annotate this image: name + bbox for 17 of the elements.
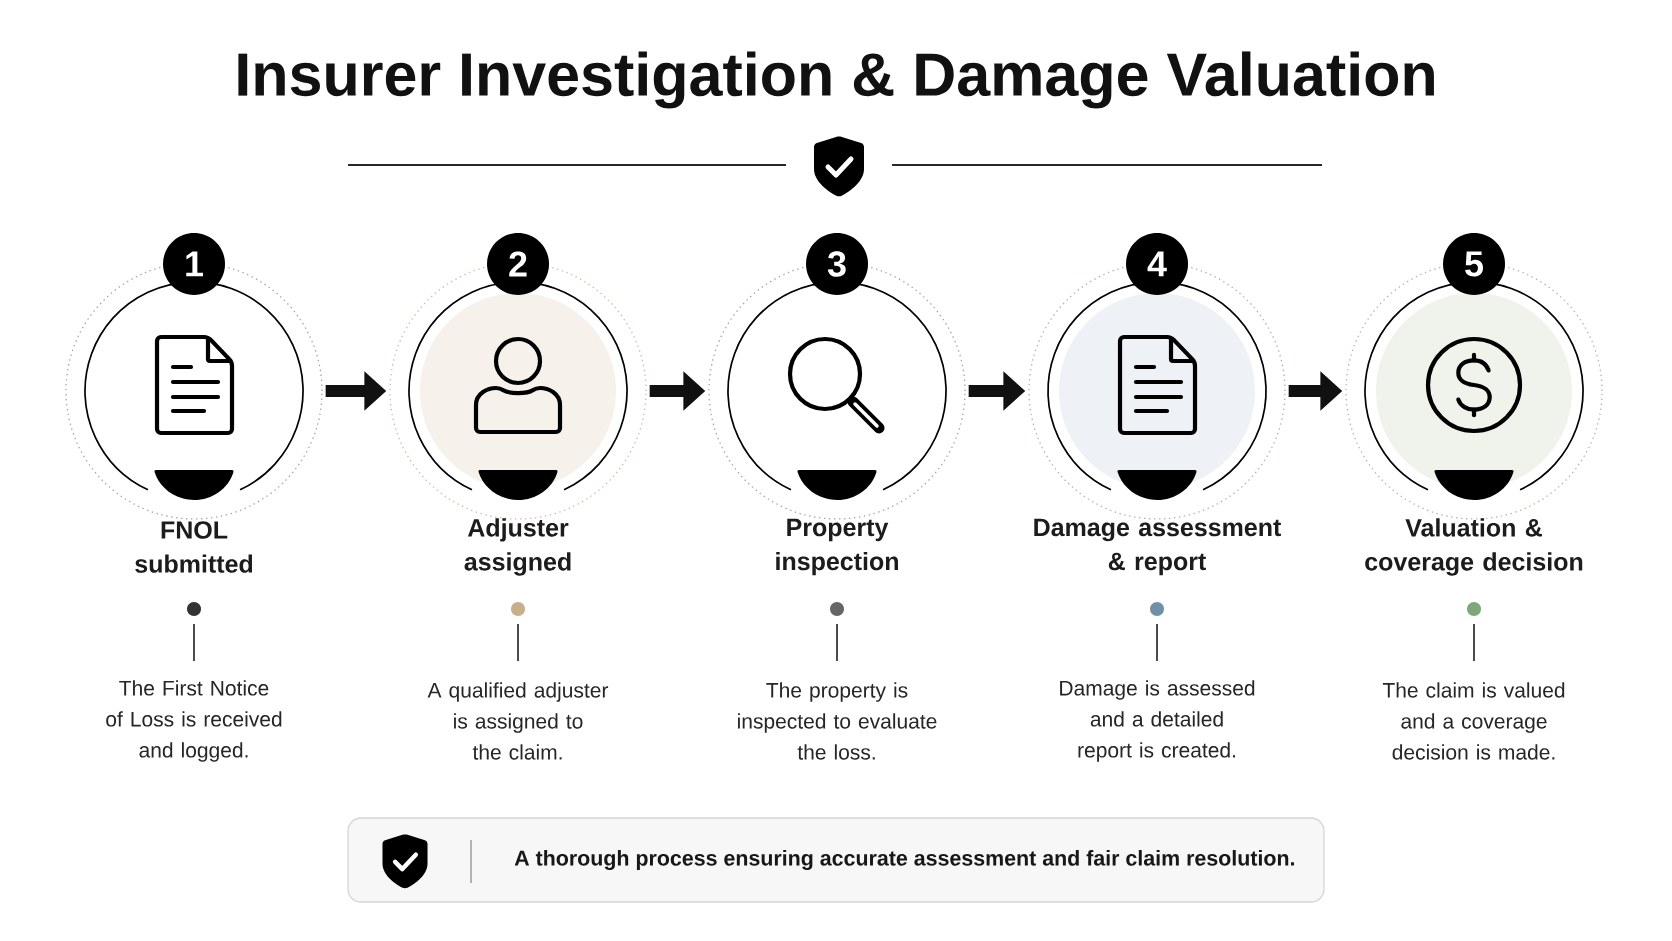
step-title: Valuation & coverage decision [1365, 518, 1583, 576]
step-title: Property inspection [776, 518, 898, 576]
number-badge: 1 [163, 233, 225, 295]
step-description: The claim is valued and a coverage decision is made. [1382, 682, 1565, 760]
step-description: The property is inspected to evaluate the loss. [738, 682, 937, 760]
step-title: FNOL submitted [135, 521, 253, 573]
number-badge: 3 [806, 233, 868, 295]
number-badge: 2 [487, 233, 549, 295]
step-description: Damage is assessed and a detailed report is created. [1060, 680, 1255, 762]
step-title: Damage assessment & report [1034, 518, 1281, 576]
step-description: The First Notice of Loss is received and logged. [106, 680, 282, 762]
title: Insurer Investigation & Damage Valuation [238, 51, 1434, 109]
note-banner: A thorough process ensuring accurate assessment and fair claim resolution. [347, 817, 1325, 903]
number-badge: 5 [1443, 233, 1505, 295]
step-title: Adjuster assigned [464, 518, 571, 576]
step-description: A qualified adjuster is assigned to the claim. [427, 682, 609, 760]
number-badge: 4 [1126, 233, 1188, 295]
